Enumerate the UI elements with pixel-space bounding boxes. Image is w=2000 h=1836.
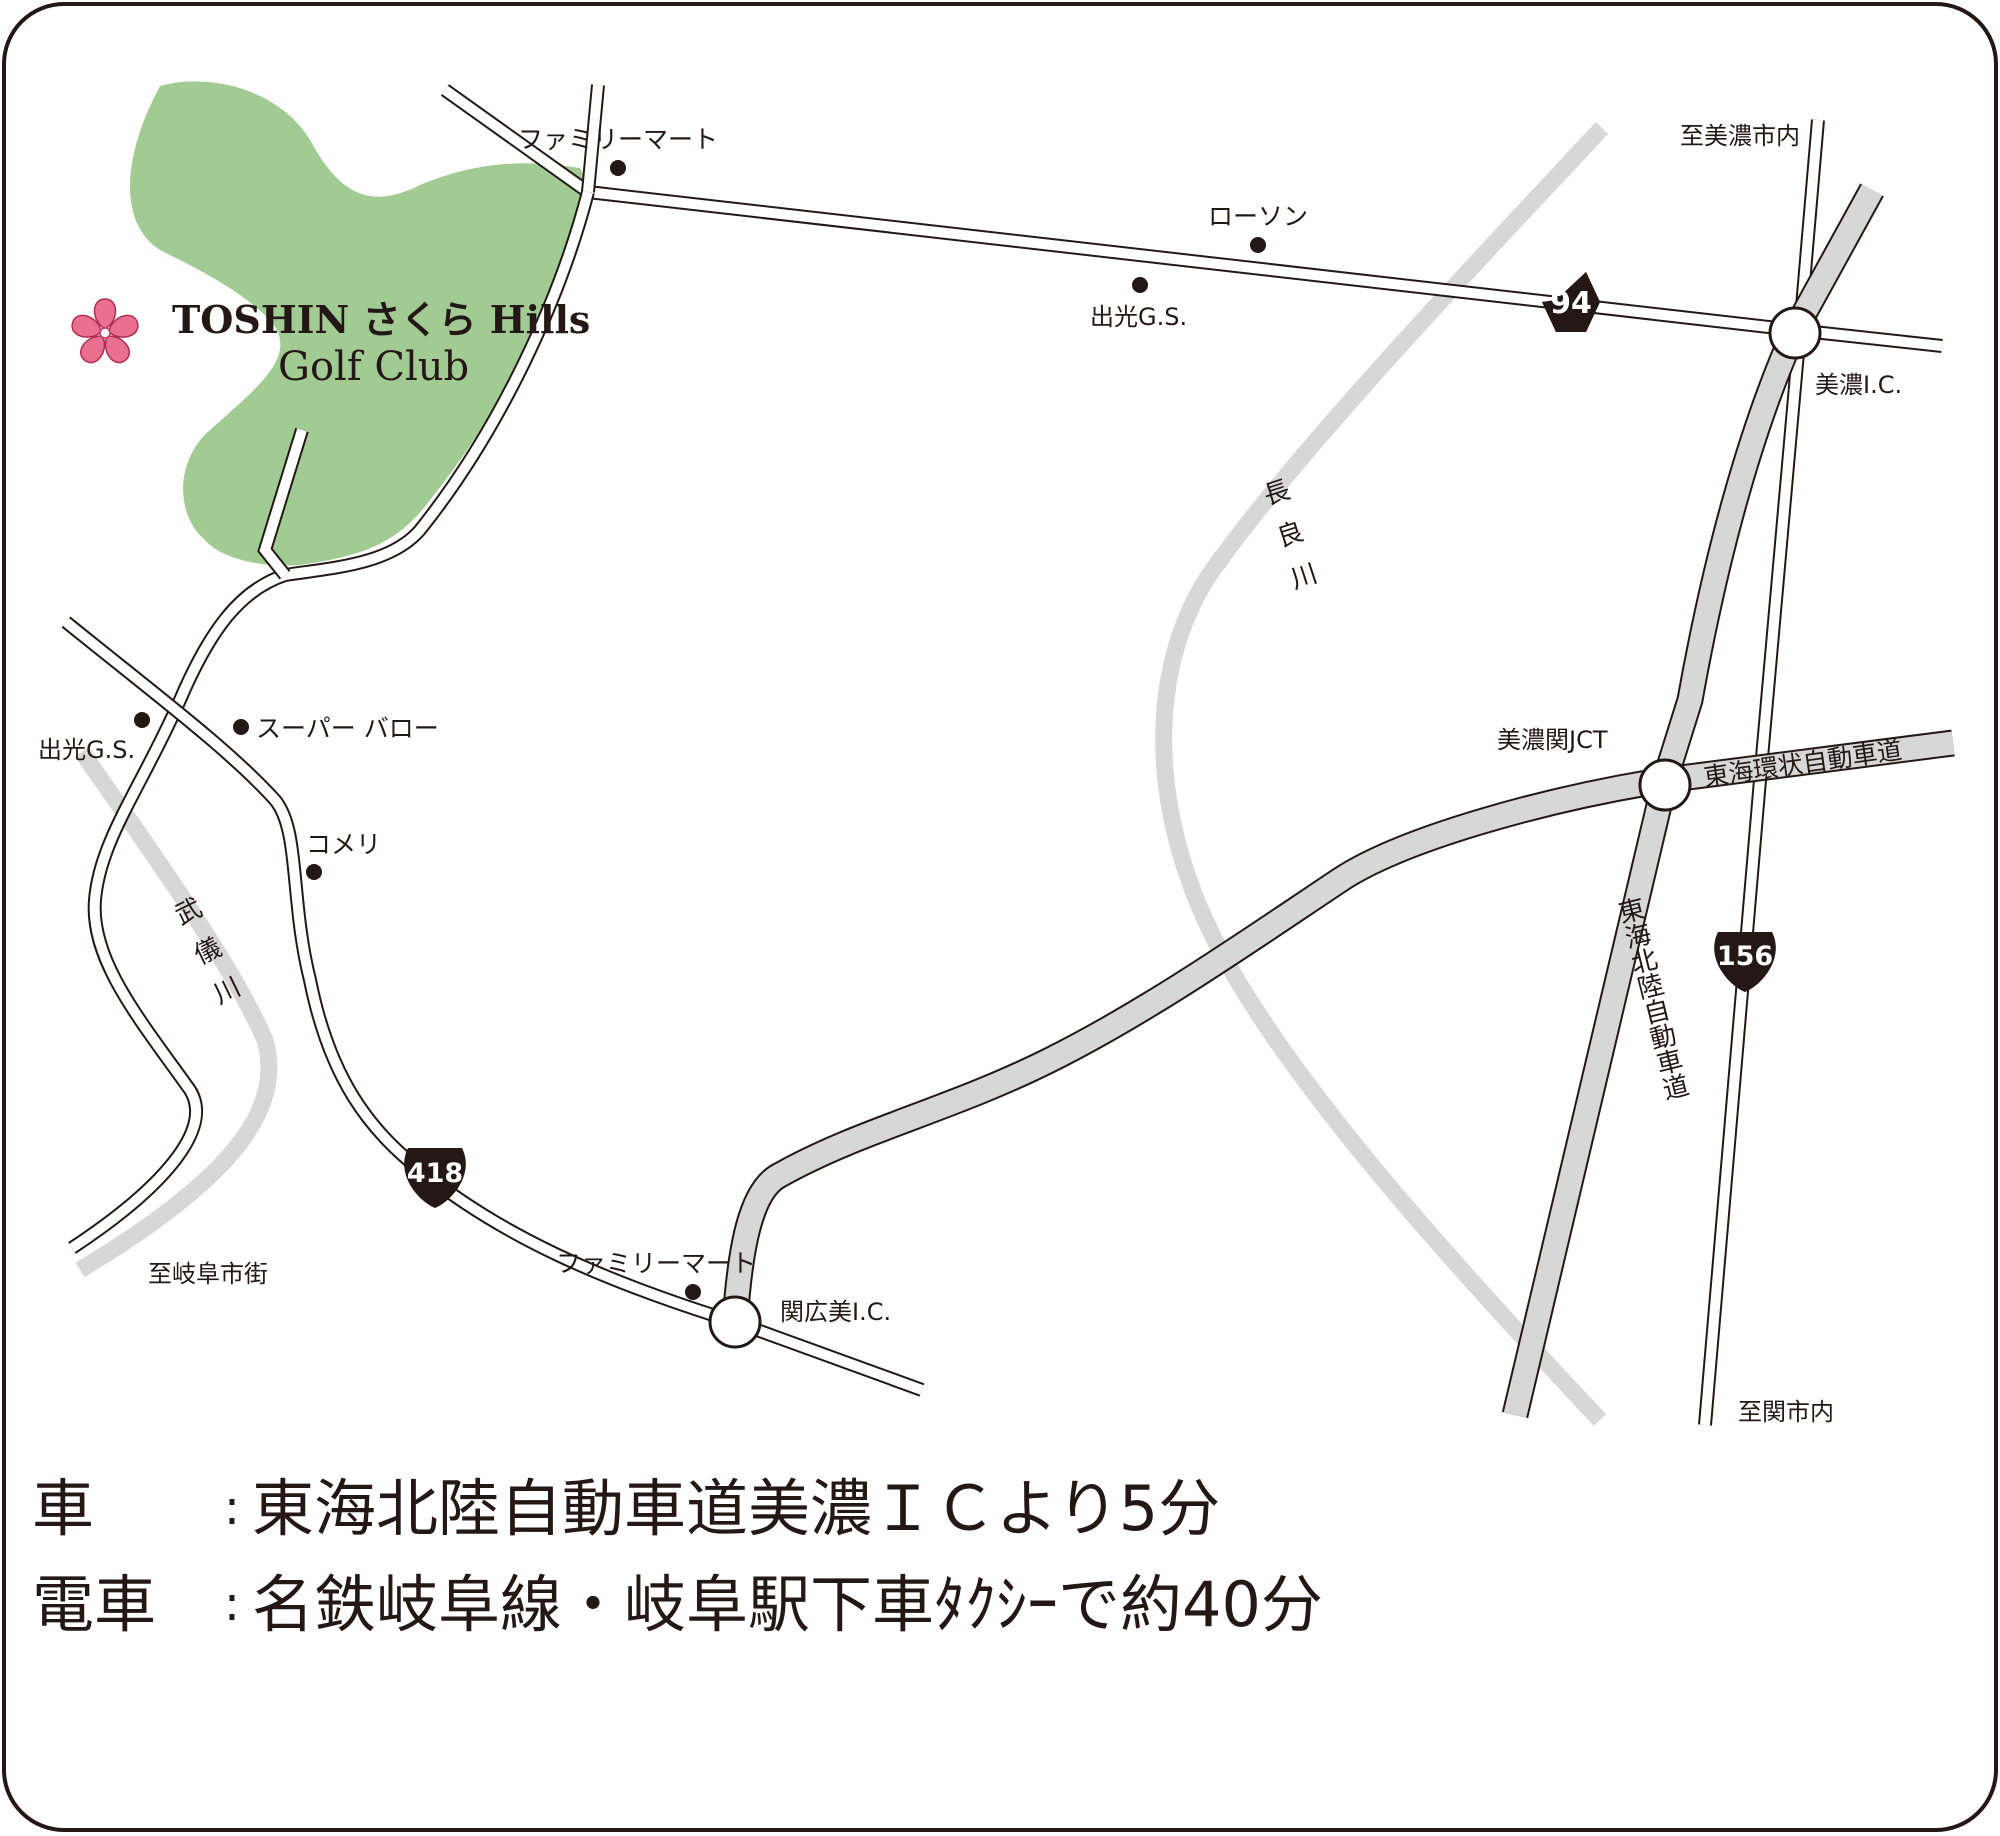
access-mode-car: 車 <box>32 1472 95 1545</box>
lawson-dot <box>1250 237 1266 253</box>
to-mino-city-label: 至美濃市内 <box>1680 122 1800 150</box>
mino-ic-label: 美濃I.C. <box>1815 371 1902 399</box>
seki-hiromi-ic-label: 関広美I.C. <box>780 1298 891 1326</box>
ordinary-roads <box>61 84 1943 1426</box>
mino-seki-jct-label: 美濃関JCT <box>1497 726 1608 754</box>
komeri-label: コメリ <box>306 830 381 859</box>
nagara-river <box>1155 122 1609 1426</box>
access-description-car: 東海北陸自動車道美濃ＩＣより5分 <box>252 1472 1221 1545</box>
seki-hiromi-ic-marker <box>708 1295 762 1349</box>
top-left-road <box>440 84 593 198</box>
poi-dots <box>134 160 1266 1300</box>
access-row-train: 電車:名鉄岐阜線・岐阜駅下車ﾀｸｼｰで約40分 <box>32 1574 1323 1636</box>
logo-subtitle: Golf Club <box>278 344 469 390</box>
komeri-dot <box>306 864 322 880</box>
tokai-hokuriku-expressway <box>1501 183 1884 1419</box>
expressways <box>721 183 1955 1419</box>
golf-access-road <box>68 190 595 1254</box>
super-barrow-label: スーパー バロー <box>256 714 439 743</box>
north-stub-road <box>581 84 605 193</box>
logo-title: TOSHIN さくら Hills <box>172 297 590 342</box>
access-row-car: 車:東海北陸自動車道美濃ＩＣより5分 <box>32 1478 1220 1540</box>
clubhouse-road <box>257 427 309 580</box>
mugi-river <box>75 747 278 1278</box>
route-418-badge: 418 <box>404 1148 466 1208</box>
family-mart-bottom-dot <box>685 1284 701 1300</box>
tokai-kanjo-expressway <box>721 729 1955 1323</box>
idemitsu-east-label: 出光G.S. <box>1090 303 1187 331</box>
to-gifu-city-label: 至岐阜市街 <box>148 1260 268 1288</box>
route-156-road <box>1698 119 1825 1426</box>
route-156-badge: 156 <box>1714 932 1776 992</box>
route-94-label: 94 <box>1550 286 1592 321</box>
access-colon: : <box>223 1576 241 1632</box>
route-156-label: 156 <box>1717 941 1773 972</box>
idemitsu-west-label: 出光G.S. <box>38 736 135 764</box>
mino-seki-jct-marker <box>1638 758 1692 812</box>
family-mart-top-label: ファミリーマート <box>518 125 718 154</box>
route-418-road <box>61 616 925 1397</box>
access-colon: : <box>223 1480 241 1536</box>
family-mart-bottom-label: ファミリーマート <box>556 1249 756 1278</box>
route-94-badge: 94 <box>1542 272 1600 332</box>
access-description-train: 名鉄岐阜線・岐阜駅下車ﾀｸｼｰで約40分 <box>252 1568 1323 1641</box>
family-mart-top-dot <box>610 160 626 176</box>
super-barrow-dot <box>233 719 249 735</box>
idemitsu-east-dot <box>1132 277 1148 293</box>
to-seki-city-label: 至関市内 <box>1738 1398 1834 1426</box>
route-418-label: 418 <box>407 1158 463 1189</box>
mino-ic-marker <box>1768 306 1822 360</box>
sakura-flower-icon <box>71 298 139 364</box>
golf-course-area <box>130 81 590 566</box>
lawson-label: ローソン <box>1208 202 1308 231</box>
idemitsu-west-dot <box>134 712 150 728</box>
access-mode-train: 電車 <box>32 1568 157 1641</box>
